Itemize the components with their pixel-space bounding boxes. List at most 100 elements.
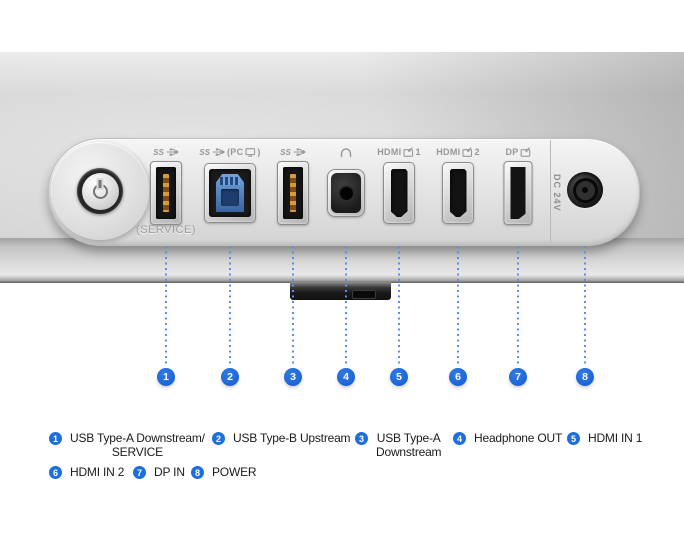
usb-superspeed-icon — [212, 148, 225, 156]
legend-text-3: USB Type-A Downstream — [376, 431, 442, 459]
headphone-jack — [327, 169, 365, 217]
ss-text: SS — [199, 147, 210, 157]
hdmi-number: 2 — [474, 147, 480, 157]
usb-a-contacts — [290, 174, 296, 212]
callout-line-8 — [584, 246, 586, 367]
ss-text: SS — [153, 147, 164, 157]
usb-b-connector — [216, 174, 244, 212]
dc-24v-label: DC 24V — [552, 174, 562, 212]
legend-line: USB Type-A — [376, 431, 441, 445]
hdmi-1-label: HDMI 1 — [377, 147, 421, 157]
power-icon — [92, 183, 108, 199]
legend-num-6: 6 — [49, 466, 62, 479]
legend-num-8: 8 — [191, 466, 204, 479]
dc-pin — [582, 187, 588, 193]
callout-badge-6: 6 — [449, 368, 467, 386]
legend-num-4: 4 — [453, 432, 466, 445]
callout-line-1 — [165, 246, 167, 367]
legend-item-5: 5 HDMI IN 1 — [567, 431, 642, 445]
legend-num-2: 2 — [212, 432, 225, 445]
usb-a-downstream-label: SS — [280, 147, 306, 157]
dc-power-jack — [567, 172, 603, 208]
hdmi-slot — [449, 169, 467, 217]
usb-a-contacts — [163, 174, 169, 212]
legend-text-7: DP IN — [154, 465, 185, 479]
service-sublabel: (SERVICE) — [136, 224, 196, 236]
legend-text-5: HDMI IN 1 — [588, 431, 643, 445]
legend-item-3: 3 USB Type-A Downstream — [355, 431, 442, 459]
display-input-icon — [462, 147, 473, 157]
callout-badge-8: 8 — [576, 368, 594, 386]
legend-item-1: 1 USB Type-A Downstream/ SERVICE — [49, 431, 205, 459]
headphone-label — [340, 147, 353, 158]
display-input-icon — [520, 147, 531, 157]
hdmi-1-port — [383, 162, 415, 224]
jack-body — [331, 173, 361, 213]
legend-num-1: 1 — [49, 432, 62, 445]
legend-item-7: 7 DP IN — [133, 465, 185, 479]
hdmi-number: 1 — [415, 147, 421, 157]
legend-line: SERVICE — [111, 445, 163, 459]
usb-b-slot — [209, 169, 251, 217]
legend-text-1: USB Type-A Downstream/ SERVICE — [70, 431, 205, 459]
usb-a-slot — [283, 167, 303, 219]
legend-num-3: 3 — [355, 432, 368, 445]
usb-a-service-label: SS — [153, 147, 179, 157]
usb-a-service-port — [150, 161, 182, 225]
display-input-icon — [403, 147, 414, 157]
dp-label: DP — [505, 147, 531, 157]
hdmi-slot — [390, 169, 408, 217]
ss-text: SS — [280, 147, 291, 157]
usb-b-upstream-label: SS (PC ) — [199, 147, 260, 157]
port-panel — [48, 138, 640, 246]
usb-b-upstream-port — [204, 163, 256, 223]
stand-release-latch-tab — [352, 290, 376, 299]
callout-badge-1: 1 — [157, 368, 175, 386]
legend-line: Downstream — [376, 445, 442, 459]
dp-text: DP — [505, 147, 519, 157]
power-button-ring — [51, 142, 149, 240]
hdmi-2-label: HDMI 2 — [436, 147, 480, 157]
legend-text-2: USB Type-B Upstream — [233, 431, 351, 445]
callout-line-2 — [229, 246, 231, 367]
legend-num-7: 7 — [133, 466, 146, 479]
headphone-icon — [340, 148, 352, 157]
legend-item-6: 6 HDMI IN 2 — [49, 465, 124, 479]
legend-text-4: Headphone OUT — [474, 431, 563, 445]
dc-ring — [572, 177, 598, 203]
legend-text-6: HDMI IN 2 — [70, 465, 125, 479]
usb-superspeed-icon — [293, 148, 306, 156]
pc-label-close: ) — [257, 147, 261, 157]
legend-item-4: 4 Headphone OUT — [453, 431, 562, 445]
callout-line-6 — [457, 246, 459, 367]
usb-a-slot — [156, 167, 176, 219]
callout-line-5 — [398, 246, 400, 367]
callout-badge-7: 7 — [509, 368, 527, 386]
callout-line-3 — [292, 246, 294, 367]
callout-badge-4: 4 — [337, 368, 355, 386]
callout-badge-3: 3 — [284, 368, 302, 386]
power-button-face — [81, 172, 119, 210]
usb-superspeed-icon — [166, 148, 179, 156]
callout-badge-5: 5 — [390, 368, 408, 386]
legend-item-8: 8 POWER — [191, 465, 257, 479]
legend-line: USB Type-A Downstream/ — [70, 431, 205, 445]
displayport-port — [503, 161, 533, 225]
callout-line-4 — [345, 246, 347, 367]
hdmi-2-port — [442, 162, 474, 224]
pc-display-icon — [245, 147, 256, 157]
legend-item-2: 2 USB Type-B Upstream — [212, 431, 351, 445]
callout-line-7 — [517, 246, 519, 367]
pc-label-text: (PC — [226, 147, 244, 157]
panel-divider — [550, 140, 551, 242]
hdmi-text: HDMI — [377, 147, 402, 157]
stand-release-latch — [290, 282, 391, 300]
jack-hole — [339, 186, 353, 200]
legend-num-5: 5 — [567, 432, 580, 445]
power-button — [77, 168, 123, 214]
legend-text-8: POWER — [212, 465, 257, 479]
hdmi-text: HDMI — [436, 147, 461, 157]
usb-a-downstream-port — [277, 161, 309, 225]
dp-slot — [510, 167, 526, 219]
